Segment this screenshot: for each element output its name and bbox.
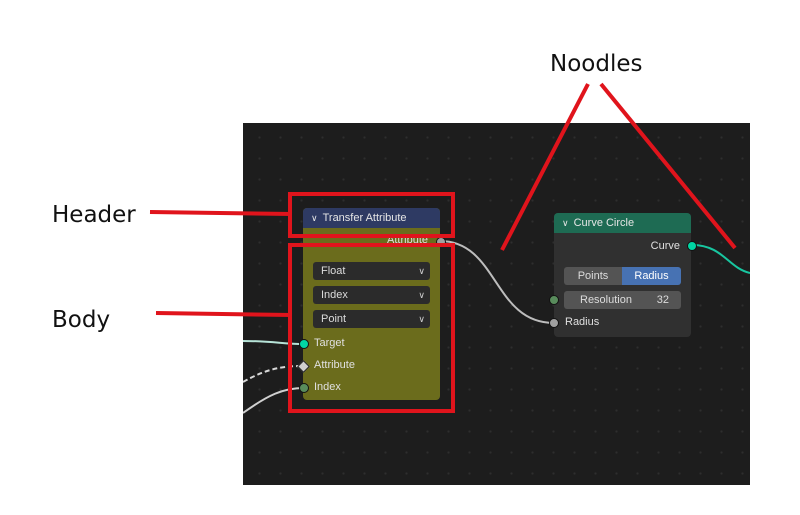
resolution-field[interactable]: Resolution 32 <box>564 291 681 309</box>
curve-circle-title: Curve Circle <box>573 217 635 229</box>
caret-down-icon: ∨ <box>418 265 425 276</box>
resolution-value: 32 <box>656 294 669 306</box>
noodles-callout-label: Noodles <box>550 51 643 77</box>
mode-radius-label: Radius <box>634 270 669 282</box>
mode-points-button[interactable]: Points <box>564 267 622 285</box>
body-highlight-box <box>288 243 455 413</box>
domain-value: Point <box>321 313 347 325</box>
index-input-label: Index <box>314 381 341 393</box>
radius-input-socket[interactable] <box>549 318 559 328</box>
transfer-attribute-node-header[interactable]: ∨ Transfer Attribute <box>303 208 440 228</box>
curve-output-label: Curve <box>650 240 680 252</box>
header-highlight-box <box>288 192 455 238</box>
index-input-socket[interactable] <box>299 383 309 393</box>
target-input-socket[interactable] <box>299 339 309 349</box>
domain-dropdown[interactable]: Point ∨ <box>313 310 430 328</box>
curve-output-socket[interactable] <box>687 241 697 251</box>
mode-radius-button[interactable]: Radius <box>622 267 681 285</box>
transfer-attribute-title: Transfer Attribute <box>322 212 407 224</box>
body-callout-label: Body <box>52 307 111 333</box>
radius-input-label: Radius <box>565 316 600 328</box>
header-callout-label: Header <box>52 202 136 228</box>
curve-circle-node-header[interactable]: ∨ Curve Circle <box>554 213 691 233</box>
caret-down-icon: ∨ <box>418 313 425 324</box>
resolution-label: Resolution <box>580 294 632 306</box>
target-input-label: Target <box>314 337 345 349</box>
attribute-to-radius-noodle <box>439 240 555 324</box>
data-type-value: Float <box>321 265 346 277</box>
resolution-input-socket[interactable] <box>549 295 559 305</box>
chevron-down-icon[interactable]: ∨ <box>311 212 318 223</box>
index-in-noodle <box>243 387 305 414</box>
attribute-input-label: Attribute <box>314 359 355 371</box>
mapping-value: Index <box>321 289 348 301</box>
caret-down-icon: ∨ <box>418 289 425 300</box>
data-type-dropdown[interactable]: Float ∨ <box>313 262 430 280</box>
curve-out-noodle <box>691 244 750 274</box>
mode-points-label: Points <box>577 270 609 282</box>
curve-circle-node[interactable]: ∨ Curve Circle Curve Points Radius Resol… <box>554 213 691 337</box>
mapping-dropdown[interactable]: Index ∨ <box>313 286 430 304</box>
chevron-down-icon[interactable]: ∨ <box>562 217 569 228</box>
transfer-attribute-node[interactable]: ∨ Transfer Attribute Attribute Float ∨ I… <box>303 208 440 400</box>
